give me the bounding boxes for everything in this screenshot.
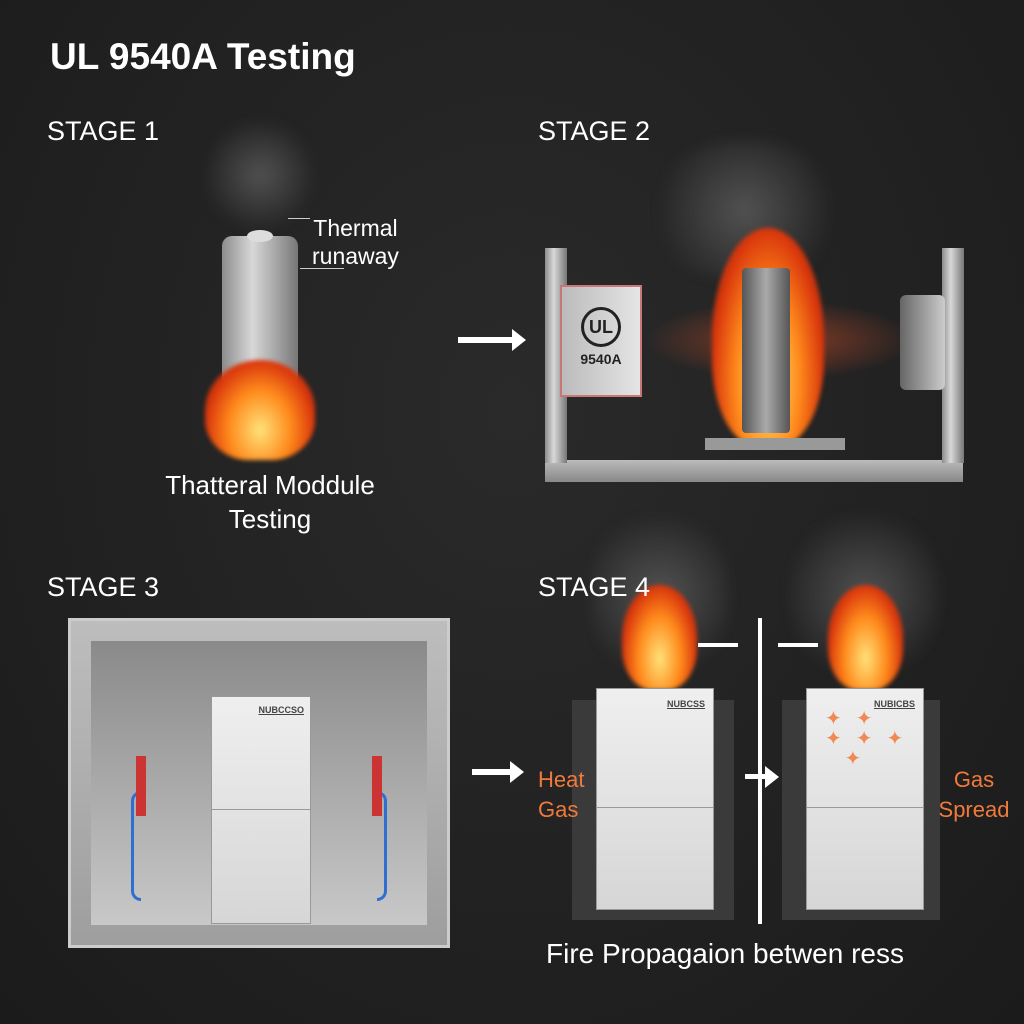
flame-icon — [622, 585, 697, 690]
smoke-wisps — [200, 120, 320, 230]
unit-divider — [212, 809, 310, 810]
separation-line — [758, 618, 762, 924]
ess-unit-left: NUBCSS — [596, 688, 714, 910]
sensor-left — [136, 756, 146, 816]
module-under-test — [742, 268, 790, 433]
test-platform — [705, 438, 845, 450]
arrow-right-icon — [745, 766, 779, 788]
sensor-right — [372, 756, 382, 816]
arrow-right-icon — [458, 329, 526, 351]
enclosure-interior: NUBCCSO — [91, 641, 427, 925]
ess-unit-right: NUBICBS ✦✦✦✦✦ ✦ — [806, 688, 924, 910]
heat-gas-labels: Heat Gas — [538, 765, 593, 822]
callout-line — [300, 268, 344, 269]
stage-2-label: STAGE 2 — [538, 116, 651, 146]
arrow-left-icon — [698, 643, 738, 647]
test-rig-base — [545, 460, 963, 482]
unit-brand: NUBCSS — [666, 699, 705, 709]
test-enclosure: NUBCCSO — [68, 618, 450, 948]
flame-icon — [828, 585, 903, 690]
stage-4-caption: Fire Propagaion betwen ress — [546, 938, 904, 969]
stage-3-label: STAGE 3 — [47, 572, 160, 602]
stage-1-caption: Thatteral Moddule Testing — [120, 468, 420, 536]
caption-line-2: Testing — [228, 504, 312, 534]
ul-9540a-text: 9540A — [580, 351, 622, 367]
ul-logo: UL — [581, 307, 621, 347]
callout-line — [288, 218, 310, 219]
ess-unit: NUBCCSO — [211, 696, 311, 924]
stage-1-label: STAGE 1 — [47, 116, 160, 146]
ul-panel: UL 9540A — [560, 285, 642, 397]
arrow-right-icon — [778, 643, 818, 647]
heat-spots: ✦✦✦✦✦ ✦ — [825, 708, 918, 770]
gas-label: Gas — [538, 797, 579, 822]
gas-label: Gas — [953, 767, 995, 792]
caption-line-1: Thatteral Moddule — [165, 470, 375, 500]
callout-line-1: Thermal — [313, 215, 398, 241]
rig-right-fixture — [900, 295, 945, 390]
spread-label: Spread — [938, 797, 1010, 822]
arrow-right-icon — [472, 761, 524, 783]
rig-right-post — [942, 248, 964, 463]
page-title: UL 9540A Testing — [50, 36, 356, 77]
heat-label: Heat — [538, 767, 585, 792]
callout-line-2: runaway — [312, 243, 399, 269]
unit-brand: NUBICBS — [873, 699, 915, 709]
gas-spread-labels: Gas Spread — [934, 765, 1014, 825]
cell-terminal — [247, 230, 273, 242]
flame-icon — [205, 360, 315, 460]
stage-4-label: STAGE 4 — [538, 572, 651, 602]
unit-divider — [807, 807, 923, 808]
coolant-pipe-right — [377, 791, 387, 901]
thermal-runaway-callout: Thermal runaway — [312, 214, 399, 270]
unit-divider — [597, 807, 713, 808]
unit-brand: NUBCCSO — [258, 705, 304, 715]
